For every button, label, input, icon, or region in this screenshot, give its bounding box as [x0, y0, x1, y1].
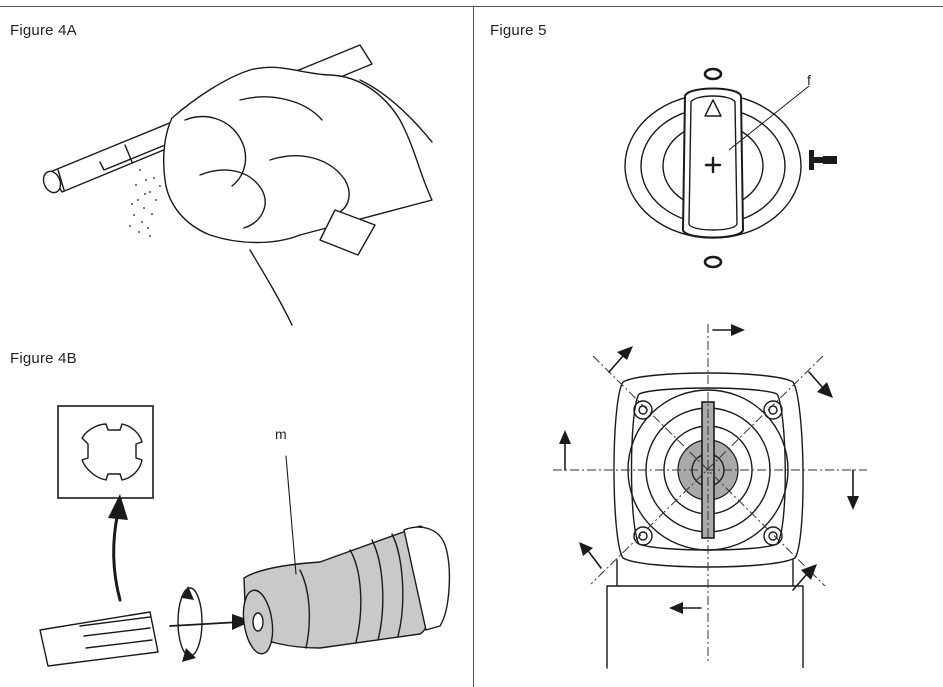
column-divider	[473, 6, 474, 687]
selector-knob-illustration	[624, 67, 837, 269]
callout-m: m	[275, 426, 287, 442]
figure-5-label: Figure 5	[490, 22, 547, 39]
gear-housing-illustration	[553, 324, 867, 669]
top-divider	[0, 6, 943, 7]
bit-shank-illustration	[39, 405, 451, 667]
figure-4a-label: Figure 4A	[10, 22, 77, 39]
callout-f: f	[807, 72, 811, 88]
rag-hand-illustration	[42, 44, 433, 326]
figure-4b-label: Figure 4B	[10, 350, 77, 367]
